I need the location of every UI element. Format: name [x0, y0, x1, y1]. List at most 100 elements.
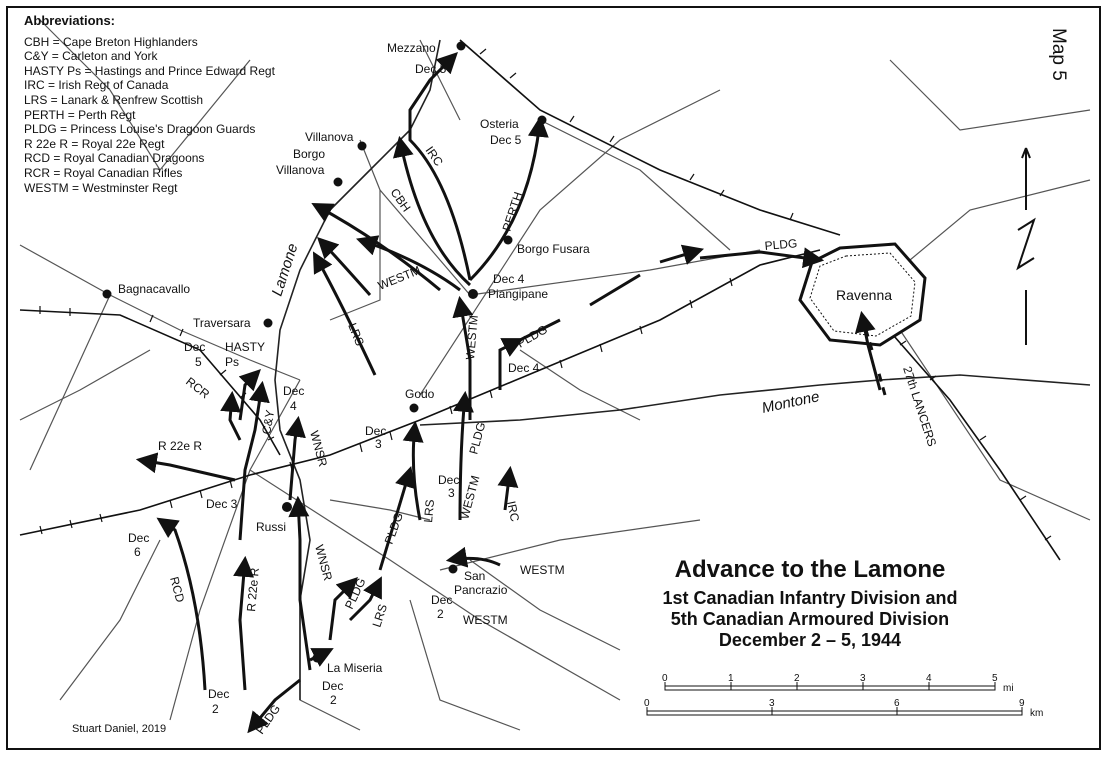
abbr-item-hasty: HASTY Ps = Hastings and Prince Edward Re… — [24, 63, 275, 78]
map-title: Advance to the Lamone — [674, 556, 946, 583]
place-piangipane: Piangipane — [488, 287, 548, 301]
scale-mi-4: 4 — [926, 673, 932, 684]
date-label-pldg-3: 3 — [448, 486, 455, 500]
place-bagnacavallo: Bagnacavallo — [118, 282, 190, 296]
scale-mi-2: 2 — [794, 673, 800, 684]
date-label-r22er-2: 2 — [212, 702, 219, 716]
abbr-item-rcr: RCR = Royal Canadian Rifles — [24, 165, 183, 180]
place-borgo-fusara: Borgo Fusara — [517, 242, 590, 256]
date-label-san-2: 2 — [437, 607, 444, 621]
place-mezzano: Mezzano — [387, 41, 436, 55]
unit-label-r22er-2: R 22e R — [244, 567, 262, 612]
place-san-pancrazio-2: Pancrazio — [454, 583, 508, 597]
date-label-piangipane: Dec 4 — [493, 272, 525, 286]
scale-bar: 0 1 2 3 4 5 mi 0 3 6 9 km — [644, 673, 1043, 719]
unit-label-lrs-2: LRS — [421, 499, 437, 523]
rail-ticks — [39, 48, 1052, 541]
place-traversara: Traversara — [193, 316, 251, 330]
unit-label-westm-2: WESTM — [463, 315, 481, 361]
unit-label-irc: IRC — [423, 144, 447, 169]
ravenna-outline — [798, 242, 927, 347]
river-label-lamone: Lamone — [269, 241, 302, 298]
abbr-item-westm: WESTM = Westminster Regt — [24, 180, 178, 195]
unit-label-wnsr-1: WNSR — [312, 543, 335, 582]
map-frame — [6, 6, 1101, 750]
abbr-item-r22er: R 22e R = Royal 22e Regt — [24, 136, 165, 151]
date-label-wnsr-4: 4 — [290, 399, 297, 413]
scale-km-0: 0 — [644, 698, 650, 709]
abbr-item-perth: PERTH = Perth Regt — [24, 107, 136, 122]
unit-label-westm-1: WESTM — [376, 263, 423, 293]
date-label-osteria: Dec 5 — [490, 133, 522, 147]
movement-arrows — [135, 52, 882, 734]
unit-label-cy: C&Y — [259, 409, 277, 436]
date-label-pldg-dec4: Dec 4 — [508, 361, 540, 375]
place-russi: Russi — [256, 520, 286, 534]
scale-km-9: 9 — [1019, 698, 1025, 709]
date-label-hasty-dec: Dec — [184, 340, 205, 354]
abbr-item-pldg: PLDG = Princess Louise's Dragoon Guards — [24, 122, 256, 137]
place-villanova: Villanova — [305, 130, 354, 144]
unit-label-pldg-2: PLDG — [764, 236, 798, 253]
abbr-item-cbh: CBH = Cape Breton Highlanders — [24, 34, 198, 49]
place-osteria: Osteria — [480, 117, 519, 131]
scale-km-3: 3 — [769, 698, 775, 709]
date-label-miseria-2: 2 — [330, 693, 337, 707]
scale-mi-5: 5 — [992, 673, 998, 684]
date-label-wnsr-dec: Dec — [283, 384, 304, 398]
place-godo: Godo — [405, 387, 435, 401]
date-label-r22er-dec: Dec — [208, 687, 229, 701]
date-label-godo-3: 3 — [375, 437, 382, 451]
place-borgo-villanova-2: Villanova — [276, 163, 325, 177]
map-title-block: Advance to the Lamone 1st Canadian Infan… — [640, 556, 980, 651]
abbreviations-legend: Abbreviations: CBH = Cape Breton Highlan… — [24, 13, 275, 195]
date-label-pldg-dec: Dec — [438, 473, 459, 487]
unit-label-ps: Ps — [225, 355, 239, 369]
abbr-item-irc: IRC = Irish Regt of Canada — [24, 78, 169, 93]
unit-label-cbh: CBH — [388, 186, 414, 215]
scale-km-6: 6 — [894, 698, 900, 709]
unit-label-perth: PERTH — [500, 190, 526, 233]
scale-km-unit: km — [1030, 708, 1043, 719]
river-label-montone: Montone — [760, 388, 821, 417]
date-label-rcd-6: 6 — [134, 545, 141, 559]
unit-label-irc-2: IRC — [504, 500, 522, 523]
unit-label-hasty: HASTY — [225, 340, 265, 354]
place-ravenna: Ravenna — [836, 287, 892, 303]
abbr-item-rcd: RCD = Royal Canadian Dragoons — [24, 151, 205, 166]
scale-mi-unit: mi — [1003, 683, 1014, 694]
map-number: Map 5 — [1048, 28, 1069, 81]
unit-label-wnsr-2: WNSR — [307, 429, 330, 468]
scale-mi-3: 3 — [860, 673, 866, 684]
abbr-item-cy: C&Y = Carleton and York — [24, 49, 158, 64]
map-subtitle-1: 1st Canadian Infantry Division and — [662, 588, 958, 608]
date-label-miseria-dec: Dec — [322, 679, 343, 693]
abbr-item-lrs: LRS = Lanark & Renfrew Scottish — [24, 92, 204, 107]
date-label-russi-dec3: Dec 3 — [206, 497, 238, 511]
date-label-mezzano: Dec 5 — [415, 62, 447, 76]
unit-label-lrs-3: LRS — [370, 602, 391, 629]
unit-label-rcd: RCD — [167, 575, 187, 604]
unit-label-pldg-1: PLDG — [515, 322, 550, 350]
town-markers — [102, 41, 547, 663]
date-label-san-dec: Dec — [431, 593, 452, 607]
unit-label-lrs-1: LRS — [345, 321, 367, 348]
scale-mi-0: 0 — [662, 673, 668, 684]
date-label-godo-dec: Dec — [365, 424, 386, 438]
unit-label-rcr: RCR — [183, 374, 212, 401]
lancers-dashed-line — [864, 329, 887, 396]
place-san-pancrazio-1: San — [464, 569, 485, 583]
unit-label-pldg-3: PLDG — [466, 421, 488, 456]
scale-mi-1: 1 — [728, 673, 734, 684]
railways — [19, 39, 1061, 561]
map-subtitle-2: 5th Canadian Armoured Division — [670, 609, 950, 629]
unit-label-westm-5: WESTM — [463, 613, 508, 627]
unit-label-r22er-1: R 22e R — [158, 439, 202, 453]
map-credit: Stuart Daniel, 2019 — [72, 723, 167, 735]
place-la-miseria: La Miseria — [327, 661, 383, 675]
map-subtitle-3: December 2 – 5, 1944 — [718, 630, 902, 650]
place-borgo-villanova-1: Borgo — [293, 147, 325, 161]
montone-river — [419, 374, 1091, 426]
date-label-hasty-5: 5 — [195, 355, 202, 369]
